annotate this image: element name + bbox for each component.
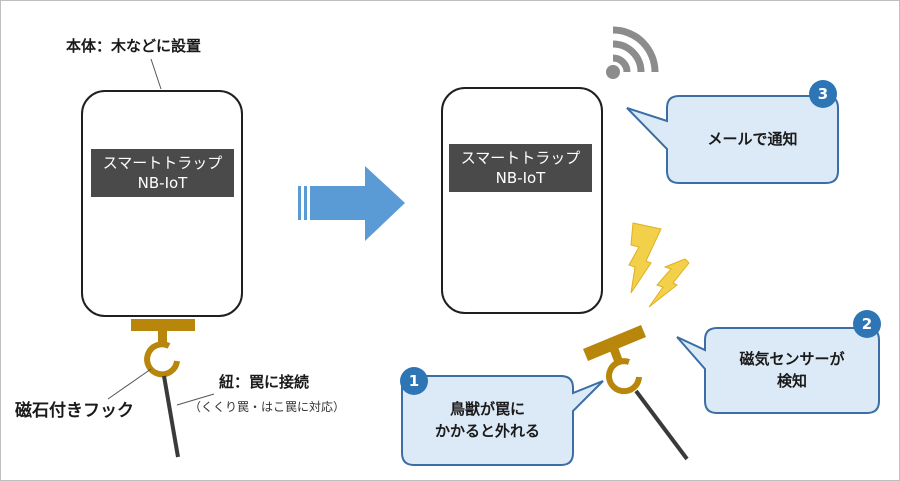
hook-label: 磁石付きフック xyxy=(15,401,134,421)
badge-2 xyxy=(853,310,881,338)
step-2-line1: 磁気センサーが xyxy=(739,350,845,368)
left-magnetic-hook xyxy=(131,319,195,458)
bubble-3-shape xyxy=(626,95,839,184)
string-note: （くくり罠・はこ罠に対応） xyxy=(189,400,346,414)
step-2-text: 磁気センサーが 検知 xyxy=(705,348,879,392)
left-device-body xyxy=(81,90,243,317)
device-caption: 本体：木などに設置 xyxy=(66,37,202,55)
step-1-line2: かかると外れる xyxy=(434,422,540,440)
string-leader-line xyxy=(176,393,215,406)
right-label-line2: NB-IoT xyxy=(495,169,546,187)
step-1-line1: 鳥獣が罠に xyxy=(449,400,525,418)
step-1-text: 鳥獣が罠に かかると外れる xyxy=(402,398,573,442)
left-label-line1: スマートトラップ xyxy=(102,154,223,172)
badge-3 xyxy=(809,80,837,108)
right-magnetic-hook xyxy=(583,325,689,461)
lightning-icon xyxy=(628,222,690,308)
badge-2-number: 2 xyxy=(861,315,873,333)
step-2-line2: 検知 xyxy=(776,372,807,390)
bubble-2-shape xyxy=(676,327,880,414)
right-label-line1: スマートトラップ xyxy=(460,149,581,167)
left-device-label: スマートトラップ NB-IoT xyxy=(91,149,234,197)
left-label-line2: NB-IoT xyxy=(137,174,188,192)
wifi-icon xyxy=(606,26,659,79)
right-string xyxy=(634,389,689,461)
step-3-line1: メールで通知 xyxy=(707,130,798,148)
right-device-label: スマートトラップ NB-IoT xyxy=(449,144,592,192)
string-label: 紐：罠に接続 xyxy=(219,373,310,391)
badge-3-number: 3 xyxy=(817,85,829,103)
step-3-text: メールで通知 xyxy=(667,128,838,150)
left-string xyxy=(162,375,180,458)
badge-1-number: 1 xyxy=(408,372,420,390)
badge-1 xyxy=(400,367,428,395)
caption-leader-line xyxy=(150,58,162,90)
right-device-body xyxy=(441,87,603,314)
hook-leader-line xyxy=(107,368,152,400)
arrow-right-icon xyxy=(298,166,405,241)
